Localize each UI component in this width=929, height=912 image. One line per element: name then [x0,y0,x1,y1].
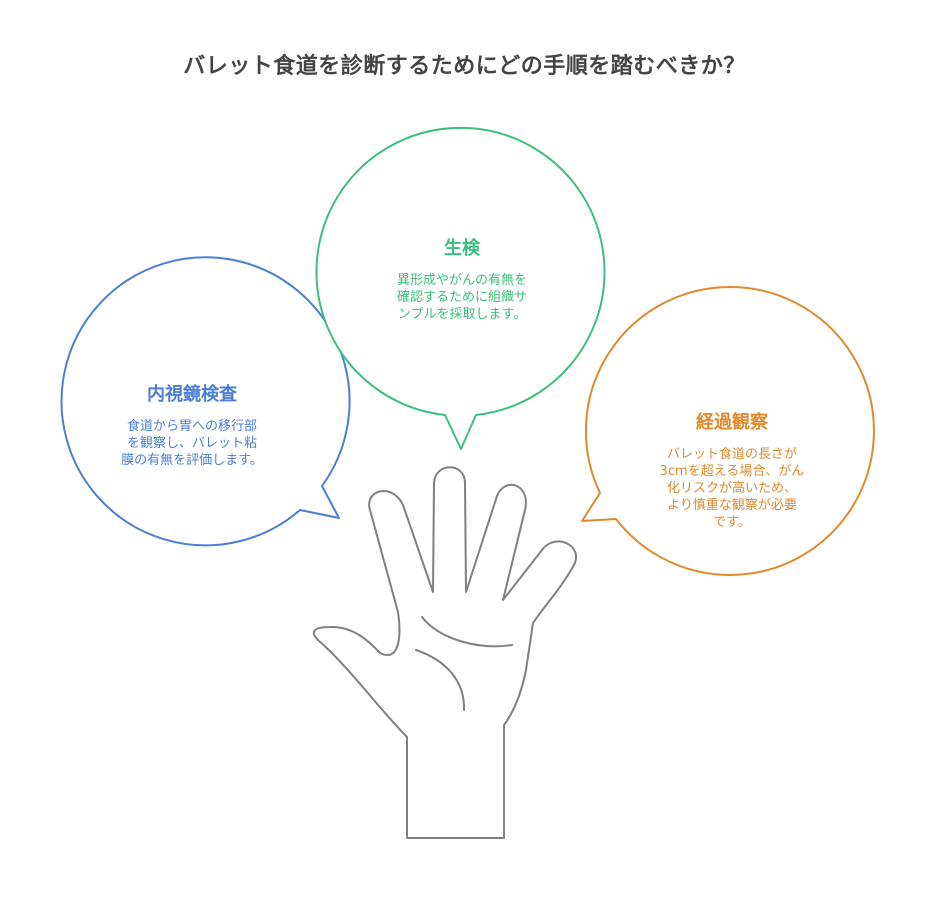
endoscopy-line: 膜の有無を評価します。 [121,453,263,468]
observation-speech-bubble [581,285,875,576]
biopsy-speech-bubble [315,126,606,450]
biopsy-line: ンプルを採取します。 [397,307,527,322]
observation-line: です。 [713,515,751,530]
observation-line: 3cmを超える場合、がん [659,464,805,479]
endoscopy-heading: 内視鏡検査 [147,384,237,405]
biopsy-line: 確認するために組織サ [396,290,527,305]
observation-line: 化リスクが高いため、 [666,481,797,496]
biopsy-text: 生検 異形成やがんの有無を 確認するために組織サ ンプルを採取します。 [362,234,562,323]
observation-line: バレット食道の長さが [666,447,797,462]
observation-heading: 経過観察 [696,412,768,433]
raised-hand-icon [312,466,577,839]
biopsy-description: 異形成やがんの有無を 確認するために組織サ ンプルを採取します。 [362,272,562,323]
endoscopy-line: を観察し、バレット粘 [126,436,257,451]
observation-text: 経過観察 バレット食道の長さが 3cmを超える場合、がん 化リスクが高いため、 … [632,408,832,531]
biopsy-line: 異形成やがんの有無を [396,273,527,288]
biopsy-heading: 生検 [444,238,480,259]
page-title: バレット食道を診断するためにどの手順を踏むべきか？ [183,54,746,79]
observation-line: より慎重な観察が必要 [667,498,797,513]
endoscopy-speech-bubble [60,256,351,547]
endoscopy-line: 食道から胃への移行部 [126,419,257,434]
endoscopy-text: 内視鏡検査 食道から胃への移行部 を観察し、バレット粘 膜の有無を評価します。 [92,380,292,469]
observation-description: バレット食道の長さが 3cmを超える場合、がん 化リスクが高いため、 より慎重な… [632,446,832,531]
endoscopy-description: 食道から胃への移行部 を観察し、バレット粘 膜の有無を評価します。 [92,418,292,469]
